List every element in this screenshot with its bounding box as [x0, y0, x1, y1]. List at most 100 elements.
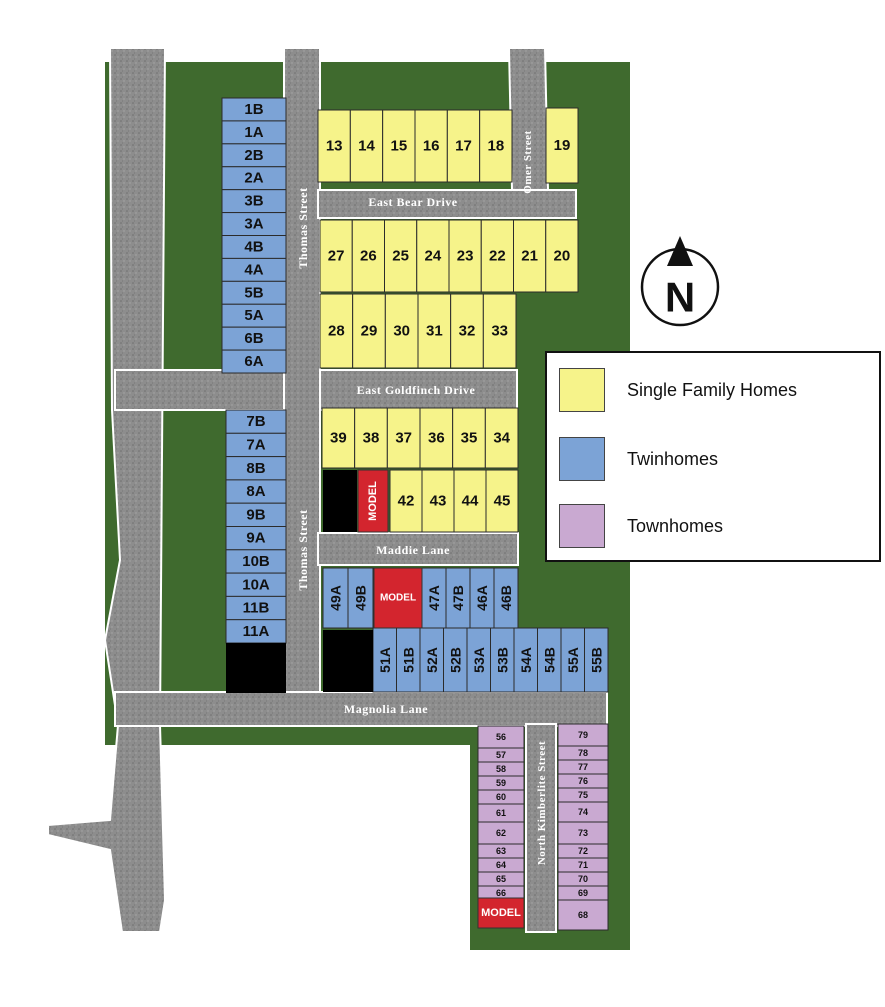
lot[interactable]	[221, 349, 287, 374]
lot-number: 15	[390, 138, 407, 155]
street-label-maddie: Maddie Lane	[376, 543, 450, 557]
lot-number: 8A	[246, 483, 265, 500]
lot[interactable]	[382, 109, 416, 183]
lot[interactable]	[347, 567, 374, 629]
lot-number: 22	[489, 248, 506, 265]
map-legend: Single Family Homes Twinhomes Townhomes	[545, 351, 881, 562]
lot-number: 37	[395, 430, 412, 447]
lot-number: 9B	[246, 506, 265, 523]
lot-number: 2A	[244, 170, 263, 187]
lot[interactable]	[322, 567, 349, 629]
lot-number: 66	[496, 888, 506, 898]
lot-number: 34	[493, 430, 510, 447]
lot[interactable]	[414, 109, 448, 183]
lot-number: 46B	[498, 585, 514, 611]
lot[interactable]	[416, 219, 450, 293]
lot-number: 7A	[246, 436, 265, 453]
lot-number: 62	[496, 828, 506, 838]
lot-number: 49B	[353, 585, 369, 611]
lot-number: 5B	[244, 284, 263, 301]
lot-number: 58	[496, 764, 506, 774]
lot-number: 69	[578, 888, 588, 898]
lot[interactable]	[319, 219, 353, 293]
lot-number: 18	[487, 138, 504, 155]
lot-number: 72	[578, 846, 588, 856]
lot-number: 74	[578, 807, 588, 817]
lot[interactable]	[319, 293, 354, 369]
lot-number: 53B	[494, 647, 510, 673]
lot-number: 52B	[447, 647, 463, 673]
legend-single-family-label: Single Family Homes	[627, 379, 798, 400]
lot[interactable]	[485, 469, 519, 533]
lot-number: 53A	[471, 647, 487, 673]
lot-number: 70	[578, 874, 588, 884]
lot-number: 68	[578, 910, 588, 920]
lot[interactable]	[450, 293, 484, 369]
lot-number: 47A	[426, 585, 442, 611]
lot-number: 60	[496, 792, 506, 802]
lot-number: 13	[326, 138, 343, 155]
lot[interactable]	[545, 107, 579, 184]
lot[interactable]	[584, 627, 609, 693]
legend-single-family: Single Family Homes	[559, 368, 797, 412]
lot-number: 51A	[377, 647, 393, 673]
street-label-omer: Omer Street	[522, 130, 534, 193]
lot[interactable]	[479, 109, 513, 183]
lot-number: 14	[358, 138, 375, 155]
lot[interactable]	[352, 293, 386, 369]
lot[interactable]	[482, 293, 517, 369]
lot[interactable]	[389, 469, 423, 533]
lot-number: 11A	[243, 623, 270, 640]
lot[interactable]	[513, 219, 547, 293]
reserved-lot-black	[323, 470, 357, 532]
lot-number: 44	[462, 493, 479, 510]
model-lot[interactable]	[357, 469, 389, 533]
lot-number: 23	[457, 248, 474, 265]
lot[interactable]	[421, 567, 447, 629]
lot[interactable]	[354, 407, 388, 469]
lot-number: 3B	[244, 193, 263, 210]
lot-number: 35	[461, 430, 478, 447]
lot-number: 32	[459, 323, 476, 340]
lot[interactable]	[448, 219, 482, 293]
lot-number: 9A	[246, 530, 265, 547]
lot-number: 75	[578, 790, 588, 800]
lot[interactable]	[453, 469, 487, 533]
legend-twinhomes-label: Twinhomes	[627, 448, 719, 469]
lot[interactable]	[419, 407, 454, 469]
lot[interactable]	[484, 407, 519, 469]
lot[interactable]	[351, 219, 385, 293]
lot[interactable]	[417, 293, 452, 369]
lot-number: 1A	[244, 124, 263, 141]
street-label-north-kimberlite: North Kimberlite Street	[536, 741, 548, 865]
model-label: MODEL	[380, 593, 416, 604]
lot-number: 20	[554, 248, 571, 265]
lot-number: 64	[496, 860, 506, 870]
legend-twinhomes: Twinhomes	[559, 437, 718, 481]
lot-number: 6A	[244, 353, 263, 370]
lot-number: 55B	[588, 647, 604, 673]
north-letter: N	[665, 274, 695, 321]
model-lot[interactable]	[477, 897, 525, 929]
lot[interactable]	[452, 407, 486, 469]
lot-number: 16	[423, 138, 440, 155]
lot-number: 51B	[400, 647, 416, 673]
model-label: MODEL	[481, 907, 521, 919]
lot[interactable]	[317, 109, 351, 183]
lot[interactable]	[384, 293, 419, 369]
lot[interactable]	[557, 899, 609, 931]
lot-number: 29	[361, 323, 378, 340]
lot-number: 17	[455, 138, 472, 155]
street-label-east-bear: East Bear Drive	[368, 195, 457, 209]
lot[interactable]	[469, 567, 495, 629]
lot-number: 4A	[244, 261, 263, 278]
lot[interactable]	[545, 219, 579, 293]
model-lot[interactable]	[373, 567, 423, 629]
lot-number: 61	[496, 808, 506, 818]
lot-number: 65	[496, 874, 506, 884]
lot[interactable]	[386, 407, 421, 469]
reserved-lot-black	[323, 630, 373, 692]
legend-townhomes: Townhomes	[559, 504, 723, 548]
